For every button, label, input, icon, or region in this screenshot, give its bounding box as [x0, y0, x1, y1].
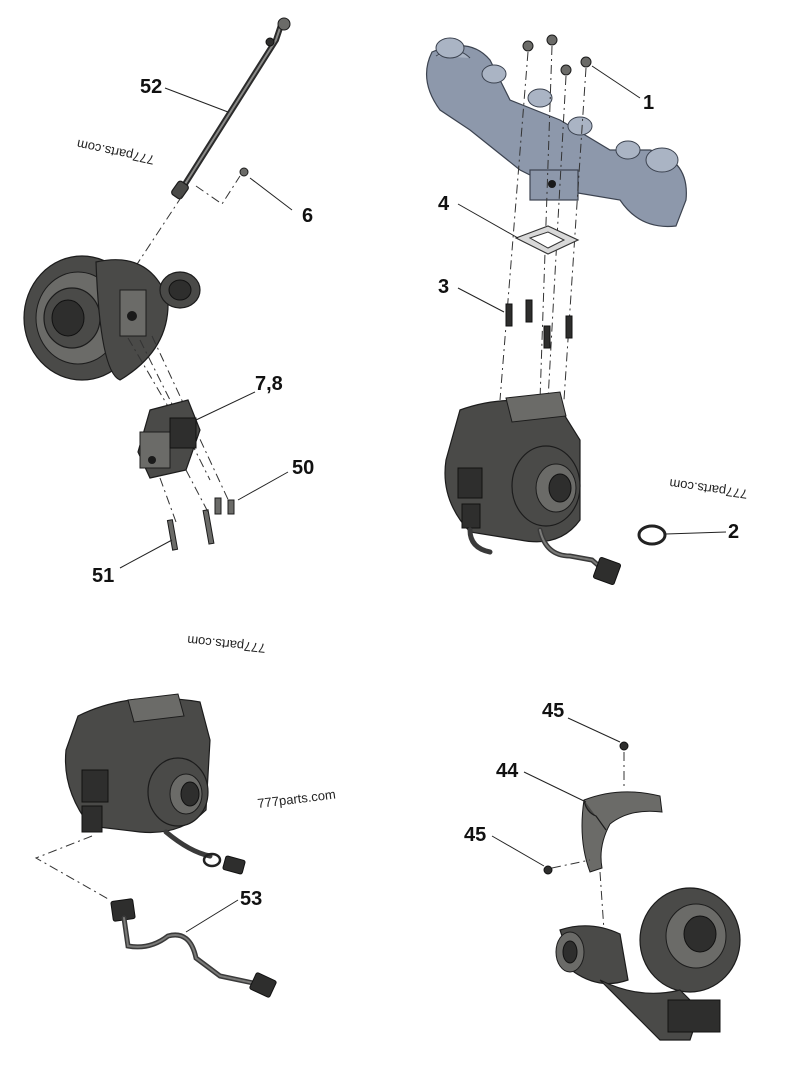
callout-51: 51: [92, 565, 114, 587]
nut-45-lower: [543, 865, 553, 875]
wiring-harness-53: [110, 898, 277, 998]
wiring-harness-upper-right: [467, 527, 622, 586]
watermark-top-right: 777parts.com: [668, 476, 748, 502]
callout-52: 52: [140, 76, 162, 98]
small-clip-lower-left: [163, 829, 246, 875]
callout-3: 3: [438, 276, 449, 298]
callout-7-8: 7,8: [255, 373, 283, 395]
callout-45-lower: 45: [464, 824, 486, 846]
callout-44: 44: [496, 760, 519, 782]
turbocharger-upper-right: [444, 391, 581, 543]
watermark-middle: 777parts.com: [186, 633, 266, 656]
turbocharger-lower-right: [555, 887, 741, 1041]
nut-45-upper: [619, 741, 629, 751]
callout-50: 50: [292, 457, 314, 479]
studs-3: [505, 299, 573, 349]
leader-lines: [119, 65, 727, 933]
callout-1: 1: [643, 92, 654, 114]
clamp-2: [637, 524, 667, 546]
gasket-4: [514, 225, 580, 255]
actuator-7-8: [137, 399, 201, 479]
callout-53: 53: [240, 888, 262, 910]
manifold-nuts-1: [522, 34, 592, 76]
turbocharger-upper-left: [23, 255, 201, 381]
callout-4: 4: [438, 193, 450, 215]
callout-6: 6: [302, 205, 313, 227]
watermark-lower: 777parts.com: [257, 786, 337, 810]
bolts-50: [214, 497, 235, 515]
bolt-6: [239, 167, 249, 177]
heat-shield-44: [581, 791, 663, 873]
callout-2: 2: [728, 521, 739, 543]
studs-51: [166, 509, 215, 551]
oil-supply-tube: [171, 17, 291, 200]
exhaust-manifold: [426, 37, 687, 228]
callout-45-upper: 45: [542, 700, 564, 722]
turbocharger-lower-left: [64, 693, 211, 834]
watermark-top-left: 777parts.com: [75, 137, 155, 168]
